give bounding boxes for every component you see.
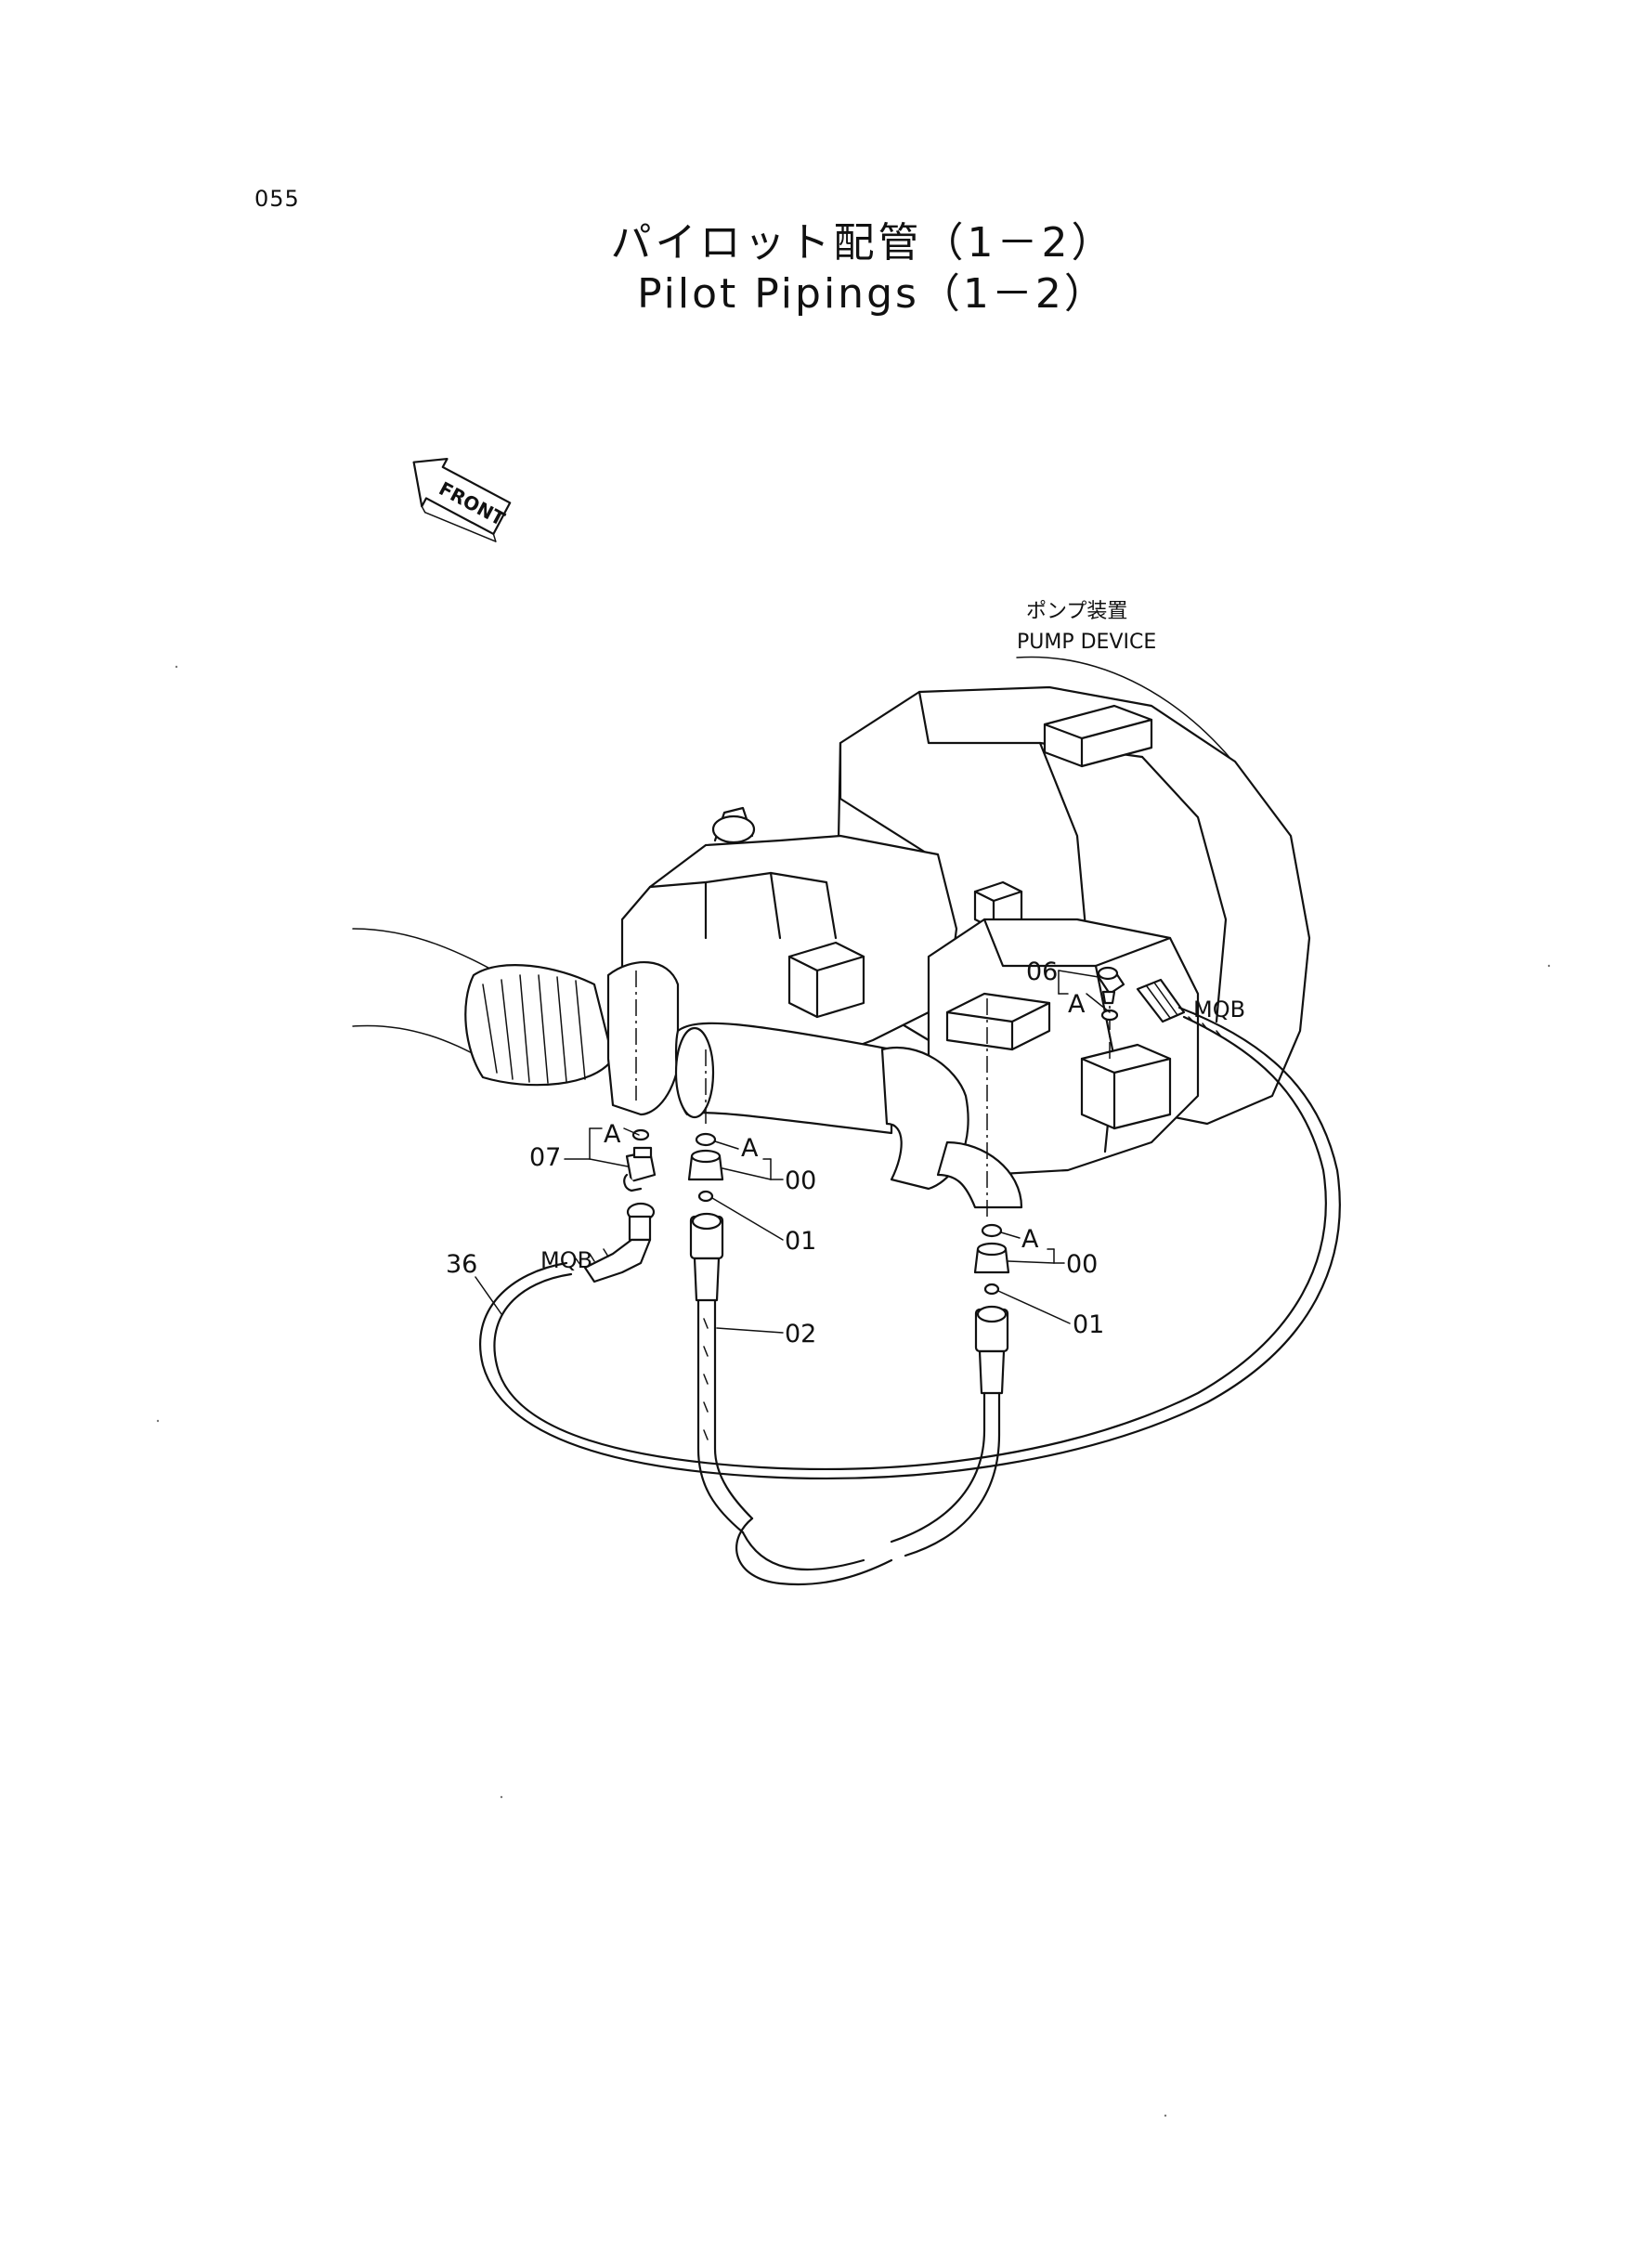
callout-06: 06 [1026, 958, 1058, 986]
hose-loop-outer [735, 1517, 893, 1586]
title-english: Pilot Pipings（1－2） [637, 270, 1108, 318]
pump-label-en: PUMP DEVICE [1017, 631, 1156, 654]
scan-speck [500, 1795, 503, 1799]
callout-01-right: 01 [1073, 1310, 1104, 1339]
scan-speck [1547, 964, 1551, 968]
title-japanese: パイロット配管（1－2） [610, 219, 1116, 267]
hose-loop-inner [741, 1531, 865, 1571]
callout-00-left: 00 [785, 1166, 816, 1195]
hose-36 [479, 1006, 1341, 1479]
callout-36: 36 [446, 1250, 477, 1279]
scan-speck [156, 1419, 160, 1423]
callout-00-right: 00 [1066, 1250, 1098, 1279]
callout-a-07: A [604, 1120, 621, 1149]
fitting-00-left [687, 1132, 724, 1203]
fitting-07 [623, 1128, 657, 1192]
callout-mqb-top: MQB [1193, 997, 1245, 1023]
fitting-06 [1097, 966, 1186, 1023]
fitting-00-right [973, 1223, 1010, 1296]
callout-01-left: 01 [785, 1227, 816, 1256]
page-number: 055 [254, 186, 300, 212]
callout-a-top: A [1068, 990, 1086, 1019]
callout-a-00-right: A [1021, 1225, 1039, 1254]
pump-label-jp: ポンプ装置 [1026, 600, 1127, 623]
callout-02: 02 [785, 1320, 816, 1348]
callout-07: 07 [529, 1143, 561, 1172]
scan-speck [1164, 2114, 1167, 2117]
front-arrow-icon: FRONT [412, 457, 512, 542]
scan-speck [175, 665, 178, 669]
pump-device [620, 685, 1311, 1177]
callout-mqb-left: MQB [540, 1247, 592, 1273]
callouts: 06 A MQB 07 A 00 A 01 02 36 MQB [446, 958, 1245, 1348]
hose-02 [689, 1212, 754, 1534]
hose-36-end [583, 1202, 656, 1283]
hose-right [890, 1305, 1009, 1557]
suction-hose [352, 928, 1023, 1209]
callout-a-00-left: A [741, 1134, 759, 1163]
